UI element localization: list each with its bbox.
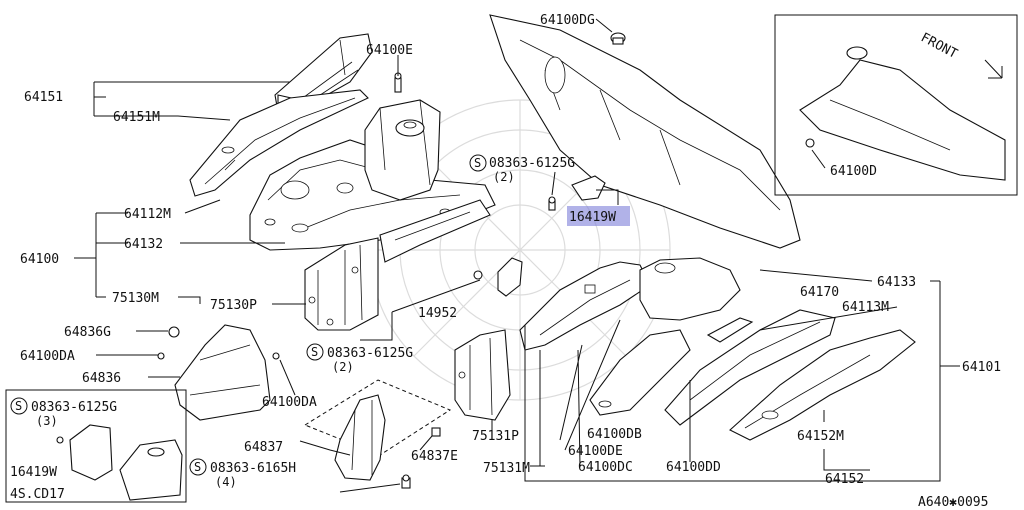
label-64113M[interactable]: 64113M: [842, 300, 889, 315]
svg-text:S: S: [15, 399, 22, 413]
svg-text:S: S: [474, 156, 481, 170]
label-16419W-main[interactable]: 16419W: [569, 210, 616, 225]
label-75131M[interactable]: 75131M: [483, 461, 530, 476]
leader-lines: [74, 18, 960, 493]
label-inset-08363-6125G[interactable]: 08363-6125G: [31, 400, 117, 415]
label-64170[interactable]: 64170: [800, 285, 839, 300]
label-64132[interactable]: 64132: [124, 237, 163, 252]
watermark-emblem: [369, 99, 671, 401]
label-64152[interactable]: 64152: [825, 472, 864, 487]
label-64100DC[interactable]: 64100DC: [578, 460, 633, 475]
label-64133[interactable]: 64133: [877, 275, 916, 290]
part-64837-guard[interactable]: [334, 394, 386, 481]
part-75131P-bracket[interactable]: [454, 329, 511, 421]
label-inset-engine: 4S.CD17: [10, 487, 65, 502]
label-64100DA-b[interactable]: 64100DA: [262, 395, 317, 410]
label-08363-6125G-a[interactable]: 08363-6125G: [489, 156, 575, 171]
highlight-16419W: [567, 206, 630, 226]
label-64100DE[interactable]: 64100DE: [568, 444, 623, 459]
svg-text:S: S: [311, 345, 318, 359]
part-64100DA-plug-b[interactable]: [272, 352, 280, 360]
label-qty-a: (2): [493, 170, 515, 184]
part-64836G-clip[interactable]: [168, 326, 180, 338]
label-75130M[interactable]: 75130M: [112, 291, 159, 306]
label-14952[interactable]: 14952: [418, 306, 457, 321]
label-64151[interactable]: 64151: [24, 90, 63, 105]
part-strut-tower[interactable]: [364, 99, 441, 201]
part-64100DB-member[interactable]: [589, 329, 691, 416]
part-64836-splash-guard[interactable]: [174, 324, 271, 421]
label-inset-16419W[interactable]: 16419W: [10, 465, 57, 480]
svg-text:S: S: [194, 460, 201, 474]
part-64133-upper-member[interactable]: [639, 257, 741, 321]
label-64100DD[interactable]: 64100DD: [666, 460, 721, 475]
front-arrow-icon: [984, 59, 1003, 79]
label-08363-6125G-b[interactable]: 08363-6125G: [327, 346, 413, 361]
part-64100DG-plug[interactable]: [610, 32, 626, 45]
part-64151M-apron-member[interactable]: [189, 89, 369, 197]
catalog-code: A640✱0095: [918, 495, 988, 510]
label-64837[interactable]: 64837: [244, 440, 283, 455]
inset-4S-CD17-detail: [5, 389, 187, 503]
screw-symbol-c: S: [189, 458, 207, 476]
label-75130P[interactable]: 75130P: [210, 298, 257, 313]
label-64837E[interactable]: 64837E: [411, 449, 458, 464]
screw-symbol-a: S: [469, 154, 487, 172]
screw-08363-6165H[interactable]: [401, 474, 411, 489]
label-inset-qty: (3): [36, 414, 58, 428]
part-75130-side-rail[interactable]: [379, 199, 491, 263]
part-64101-side-member[interactable]: [519, 261, 651, 351]
label-64100DB[interactable]: 64100DB: [587, 427, 642, 442]
label-qty-b: (2): [332, 360, 354, 374]
label-64836[interactable]: 64836: [82, 371, 121, 386]
part-64170-bracket[interactable]: [706, 317, 754, 343]
label-64836G[interactable]: 64836G: [64, 325, 111, 340]
label-64100D[interactable]: 64100D: [830, 164, 877, 179]
label-64100E[interactable]: 64100E: [366, 43, 413, 58]
label-64152M[interactable]: 64152M: [797, 429, 844, 444]
label-64100DA-a[interactable]: 64100DA: [20, 349, 75, 364]
label-64100[interactable]: 64100: [20, 252, 59, 267]
inset-front-detail: [774, 14, 1018, 196]
part-dash-panel[interactable]: [489, 14, 801, 249]
part-16419W-clip[interactable]: [571, 175, 606, 201]
label-64100DG[interactable]: 64100DG: [540, 13, 595, 28]
screw-symbol-inset: S: [10, 397, 28, 415]
label-64101[interactable]: 64101: [962, 360, 1001, 375]
part-64152-rail[interactable]: [729, 329, 916, 441]
label-75131P[interactable]: 75131P: [472, 429, 519, 444]
part-64113M-member[interactable]: [664, 309, 836, 426]
part-75130M-bracket[interactable]: [304, 237, 379, 331]
part-14952-bracket[interactable]: [473, 257, 523, 297]
label-64112M[interactable]: 64112M: [124, 207, 171, 222]
label-08363-6165H[interactable]: 08363-6165H: [210, 461, 296, 476]
part-64837E-clip[interactable]: [431, 427, 441, 437]
part-64100DA-plug-a[interactable]: [157, 352, 165, 360]
label-qty-c: (4): [215, 475, 237, 489]
screw-08363-6125G-a[interactable]: [548, 196, 556, 211]
label-front: FRONT: [918, 30, 960, 62]
label-64151M[interactable]: 64151M: [113, 110, 160, 125]
screw-symbol-b: S: [306, 343, 324, 361]
